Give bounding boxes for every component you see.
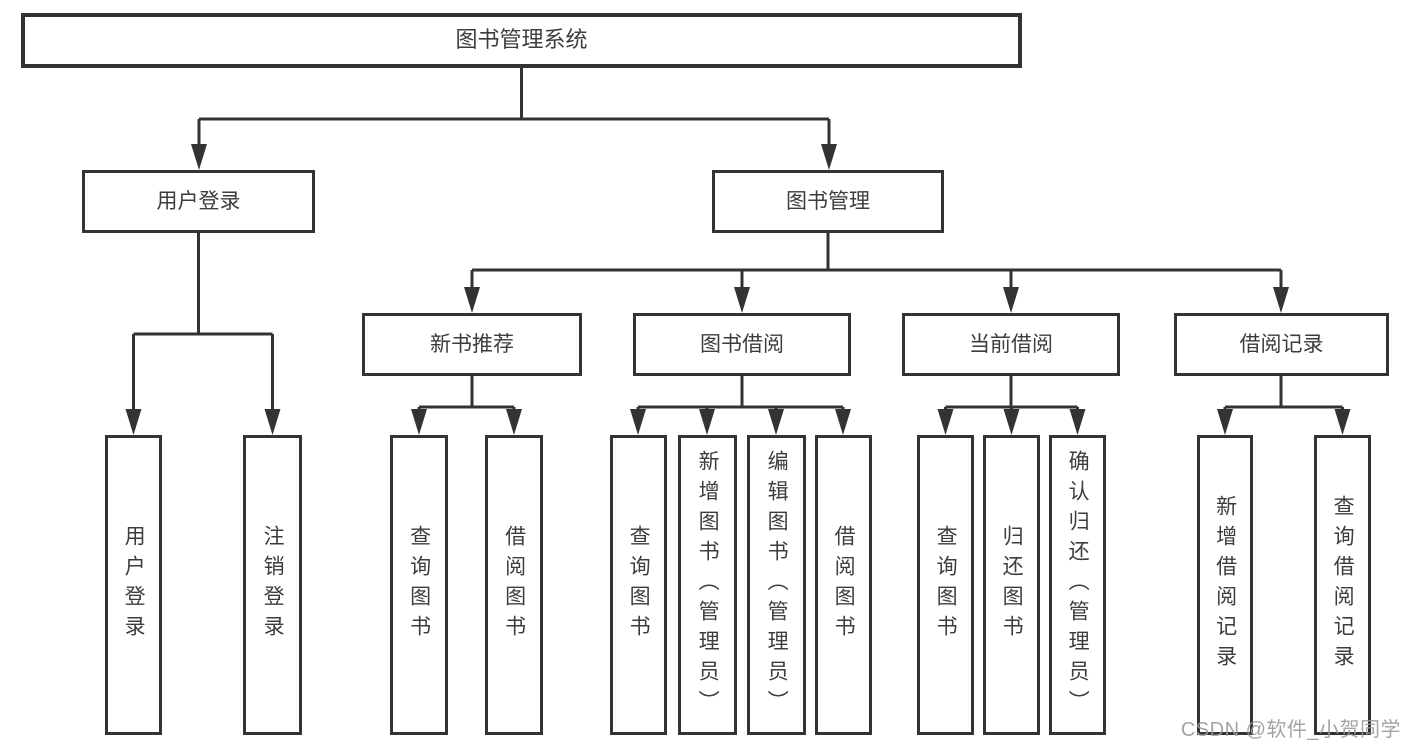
connector-bookmanage-stem — [470, 233, 1283, 295]
arrowhead — [821, 144, 837, 170]
leaf-user-login: 用户登录 — [105, 435, 162, 735]
leaf-cb-return-book-label: 归还图书 — [1000, 525, 1024, 645]
leaf-br-add-record-label: 新增借阅记录 — [1213, 495, 1237, 675]
arrowhead — [1273, 287, 1289, 313]
leaf-bb-add-book-label: 新增图书（管理员） — [696, 450, 720, 720]
leaf-logout-label: 注销登录 — [261, 525, 285, 645]
leaf-br-query-record-label: 查询借阅记录 — [1331, 495, 1355, 675]
node-book-borrow: 图书借阅 — [633, 313, 851, 376]
node-current-borrow-label: 当前借阅 — [969, 332, 1053, 356]
arrowhead — [464, 287, 480, 313]
connector-currentborrow-stem — [944, 376, 1079, 415]
node-user-login: 用户登录 — [82, 170, 315, 233]
connector-bookborrow-stem — [636, 376, 845, 415]
leaf-br-add-record: 新增借阅记录 — [1197, 435, 1253, 735]
arrowhead — [191, 144, 207, 170]
node-user-login-label: 用户登录 — [156, 189, 241, 213]
arrowhead — [1069, 409, 1086, 435]
leaf-br-query-record: 查询借阅记录 — [1314, 435, 1371, 735]
leaf-bb-add-book: 新增图书（管理员） — [678, 435, 737, 735]
leaf-cb-confirm-return-label: 确认归还（管理员） — [1066, 450, 1090, 720]
leaf-nbr-borrow-book-label: 借阅图书 — [502, 525, 526, 645]
leaf-bb-edit-book-label: 编辑图书（管理员） — [765, 450, 789, 720]
leaf-logout: 注销登录 — [243, 435, 302, 735]
arrowhead — [1003, 287, 1019, 313]
node-book-borrow-label: 图书借阅 — [700, 332, 784, 356]
leaf-cb-query-book-label: 查询图书 — [934, 525, 958, 645]
arrowhead — [768, 409, 784, 435]
node-root-label: 图书管理系统 — [455, 27, 588, 53]
node-new-book-rec-label: 新书推荐 — [430, 332, 514, 356]
arrowhead — [734, 287, 750, 313]
leaf-bb-borrow-book-label: 借阅图书 — [832, 525, 856, 645]
csdn-watermark: CSDN @软件_小贺同学 — [1180, 719, 1401, 741]
leaf-bb-query-book-label: 查询图书 — [627, 525, 651, 645]
leaf-nbr-query-book: 查询图书 — [390, 435, 448, 735]
arrowhead — [506, 409, 522, 435]
arrowhead — [1334, 409, 1351, 435]
leaf-cb-query-book: 查询图书 — [917, 435, 974, 735]
leaf-nbr-query-book-label: 查询图书 — [407, 525, 431, 645]
node-book-manage: 图书管理 — [712, 170, 944, 233]
leaf-cb-confirm-return: 确认归还（管理员） — [1049, 435, 1106, 735]
arrowhead — [125, 409, 142, 435]
node-book-manage-label: 图书管理 — [786, 189, 870, 213]
node-root: 图书管理系统 — [21, 13, 1022, 68]
arrowhead — [937, 409, 954, 435]
node-new-book-rec: 新书推荐 — [362, 313, 582, 376]
connector-level1-branch — [197, 117, 831, 150]
leaf-user-login-label: 用户登录 — [122, 525, 146, 645]
arrowhead — [835, 409, 851, 435]
connector-userlogin-stem — [132, 233, 274, 415]
leaf-bb-query-book: 查询图书 — [610, 435, 667, 735]
connector-newbook-stem — [417, 376, 516, 415]
leaf-cb-return-book: 归还图书 — [983, 435, 1040, 735]
leaf-bb-borrow-book: 借阅图书 — [815, 435, 872, 735]
arrowhead — [411, 409, 427, 435]
node-current-borrow: 当前借阅 — [902, 313, 1120, 376]
arrowhead — [1217, 409, 1233, 435]
node-borrow-record-label: 借阅记录 — [1239, 332, 1324, 356]
arrowhead — [1003, 409, 1020, 435]
leaf-bb-edit-book: 编辑图书（管理员） — [747, 435, 806, 735]
arrowhead — [699, 409, 715, 435]
leaf-nbr-borrow-book: 借阅图书 — [485, 435, 543, 735]
node-borrow-record: 借阅记录 — [1174, 313, 1389, 376]
arrowhead — [630, 409, 646, 435]
connector-borrowrecord-stem — [1223, 376, 1344, 415]
arrowhead — [264, 409, 281, 435]
